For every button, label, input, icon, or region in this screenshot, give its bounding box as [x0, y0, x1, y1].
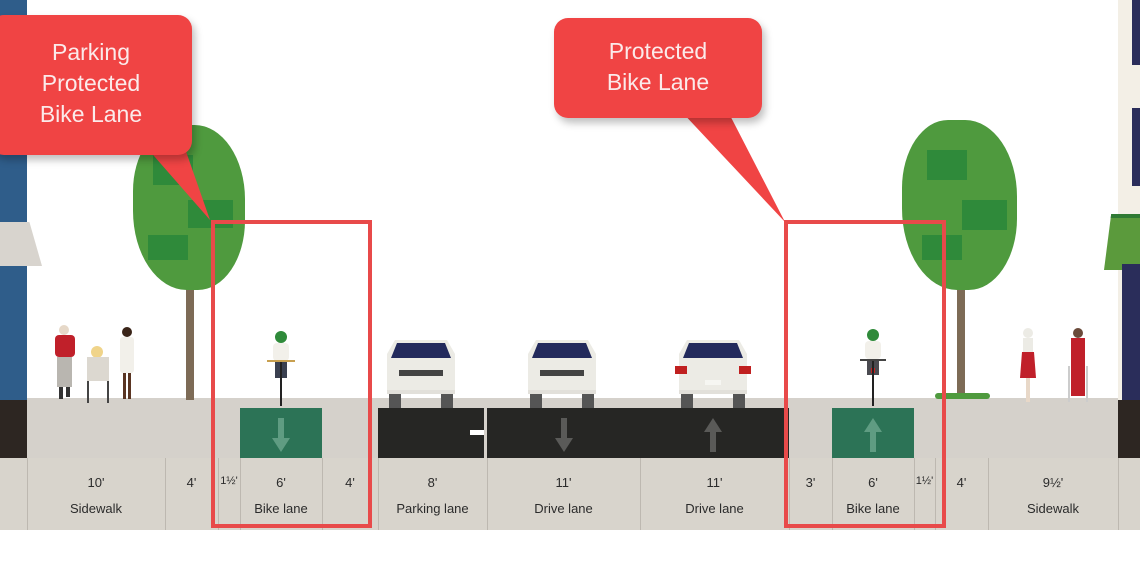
pedestrian-icon — [116, 325, 138, 410]
segment-buffer-1-5ft: 1½' — [915, 475, 934, 487]
callout-line: Bike Lane — [39, 101, 143, 127]
arrow-up-icon — [702, 418, 724, 452]
cyclist-icon — [265, 330, 297, 413]
segment-buffer-4ft: 4' — [956, 475, 967, 490]
building-left-awning — [0, 222, 42, 266]
segment-buffer-4ft: 4' — [345, 475, 355, 490]
segment-bike-lane-left: 6'Bike lane — [254, 475, 308, 516]
segment-sidewalk-left: 10'Sidewalk — [69, 475, 123, 516]
highlight-protected-bike-lane — [784, 220, 946, 528]
callout-parking-protected-bike-lane: Parking Protected Bike Lane — [0, 15, 192, 155]
callout-line: Bike Lane — [606, 69, 710, 95]
pedestrian-icon — [1018, 326, 1038, 411]
drive-lanes-surface — [487, 408, 789, 458]
building-right-window — [1122, 264, 1140, 400]
callout-line: Protected — [608, 38, 708, 64]
pedestrian-icon — [50, 323, 80, 408]
pedestrian-with-walker-icon — [1066, 326, 1090, 411]
building-left-base — [0, 400, 27, 458]
cyclist-icon — [857, 328, 889, 413]
car-rear-icon — [522, 340, 602, 408]
segment-sidewalk-right: 9½'Sidewalk — [1026, 475, 1080, 516]
callout-protected-bike-lane: Protected Bike Lane — [554, 18, 762, 118]
segment-parking-lane: 8'Parking lane — [396, 475, 469, 516]
callout-pointer — [680, 110, 785, 222]
parking-marking — [470, 430, 484, 435]
arrow-down-icon — [270, 418, 292, 452]
car-rear-icon — [381, 340, 461, 408]
car-rear-icon — [673, 340, 753, 408]
callout-line: Protected — [41, 70, 141, 96]
arrow-up-icon — [862, 418, 884, 452]
segment-label-strip — [0, 458, 1140, 530]
tree-trunk-right — [957, 270, 965, 398]
tree-icon — [902, 120, 1017, 290]
tree-trunk-left — [186, 270, 194, 400]
callout-line: Parking — [52, 39, 130, 65]
wheelchair-user-icon — [84, 345, 112, 410]
arrow-down-icon — [553, 418, 575, 452]
segment-drive-lane-2: 11'Drive lane — [685, 475, 744, 516]
segment-buffer-1-5ft: 1½' — [220, 475, 238, 487]
highlight-parking-protected-bike-lane — [211, 220, 372, 528]
building-right-awning — [1104, 214, 1140, 270]
parking-lane-surface — [378, 408, 484, 458]
segment-buffer-4ft: 4' — [186, 475, 197, 490]
segment-bike-lane-right: 6'Bike lane — [846, 475, 900, 516]
segment-buffer-3ft: 3' — [805, 475, 816, 490]
tree-grass — [935, 393, 990, 399]
segment-drive-lane-1: 11'Drive lane — [534, 475, 593, 516]
building-right-base — [1118, 400, 1140, 458]
